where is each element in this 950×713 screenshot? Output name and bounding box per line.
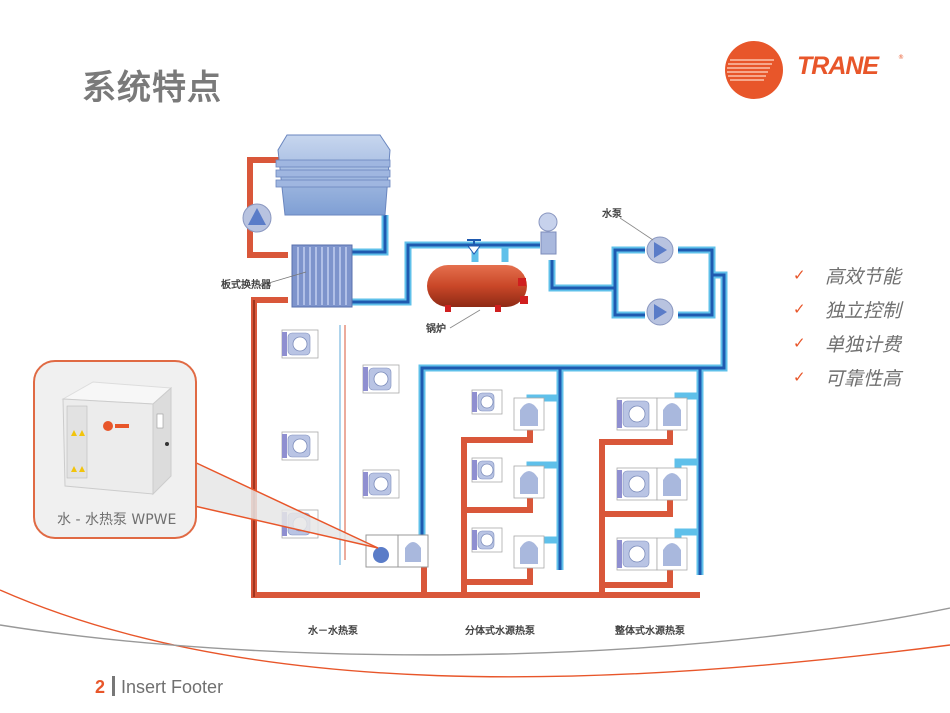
- compressor-unit: [513, 397, 545, 431]
- cold-water-pipes: [350, 215, 728, 575]
- page-number: 2: [95, 677, 106, 697]
- compressor-unit: [656, 397, 688, 431]
- feature-label: 单独计费: [825, 333, 902, 356]
- label-water-pump: 水泵: [602, 209, 622, 220]
- packaged-water-source-heat-pumps: [616, 397, 688, 571]
- fan-coil-unit: [362, 364, 400, 394]
- fan-coil-unit: [471, 457, 503, 483]
- trane-wordmark: TRANE: [797, 52, 879, 80]
- fan-coil-unit: [616, 537, 658, 571]
- section-label-water-water: 水－水热泵: [308, 626, 358, 637]
- fan-coil-unit: [471, 527, 503, 553]
- label-boiler: 锅炉: [426, 324, 446, 335]
- feature-item: ✓ 单独计费: [793, 326, 901, 360]
- fan-coil-unit: [362, 469, 400, 499]
- fan-coil-unit: [616, 397, 658, 431]
- plate-heat-exchanger: [261, 244, 353, 308]
- section-label-split: 分体式水源热泵: [465, 626, 535, 637]
- compressor-unit: [656, 467, 688, 501]
- section-label-packaged: 整体式水源热泵: [615, 626, 685, 637]
- slide-footer: 2 Insert Footer: [95, 676, 223, 698]
- feature-item: ✓ 高效节能: [793, 258, 901, 292]
- check-icon: ✓: [793, 300, 806, 318]
- check-icon: ✓: [793, 368, 806, 386]
- feature-list: ✓ 高效节能 ✓ 独立控制 ✓ 单独计费 ✓ 可靠性高: [793, 258, 901, 394]
- slide-title: 系统特点: [82, 68, 222, 108]
- product-callout: 水 - 水热泵 WPWE: [33, 360, 197, 539]
- check-icon: ✓: [793, 266, 806, 284]
- water-pump-lower-icon: [646, 298, 674, 326]
- trane-logo-mark-icon: [725, 41, 783, 99]
- footer-text: Insert Footer: [121, 677, 224, 697]
- water-water-risers: [339, 325, 346, 565]
- fan-coil-unit: [471, 389, 503, 415]
- wpwe-unit: [365, 534, 429, 568]
- check-icon: ✓: [793, 334, 806, 352]
- decor-curve-orange: [0, 589, 950, 678]
- boiler: [427, 239, 528, 329]
- compressor-unit: [513, 465, 545, 499]
- wpwe-product-image: [61, 381, 173, 496]
- registered-mark: ®: [898, 54, 904, 61]
- fan-coil-unit: [281, 329, 319, 359]
- feature-item: ✓ 可靠性高: [793, 360, 901, 394]
- decor-curve-gray: [0, 607, 950, 656]
- expansion-tank: [538, 212, 558, 255]
- feature-label: 独立控制: [825, 299, 902, 322]
- circulation-pump-icon: [242, 203, 272, 233]
- label-plate-heat-exchanger: 板式换热器: [221, 280, 271, 291]
- cooling-tower: [275, 134, 391, 216]
- callout-label: 水 - 水热泵 WPWE: [57, 512, 177, 528]
- fan-coil-unit: [616, 467, 658, 501]
- footer-divider: [112, 676, 116, 696]
- compressor-unit: [656, 537, 688, 571]
- feature-label: 可靠性高: [825, 367, 902, 390]
- feature-label: 高效节能: [825, 265, 902, 288]
- fan-coil-unit: [281, 431, 319, 461]
- trane-logo: TRANE ®: [722, 38, 912, 102]
- water-pump-upper-icon: [646, 236, 674, 264]
- compressor-unit: [513, 535, 545, 569]
- feature-item: ✓ 独立控制: [793, 292, 901, 326]
- split-water-source-heat-pumps: [471, 389, 545, 569]
